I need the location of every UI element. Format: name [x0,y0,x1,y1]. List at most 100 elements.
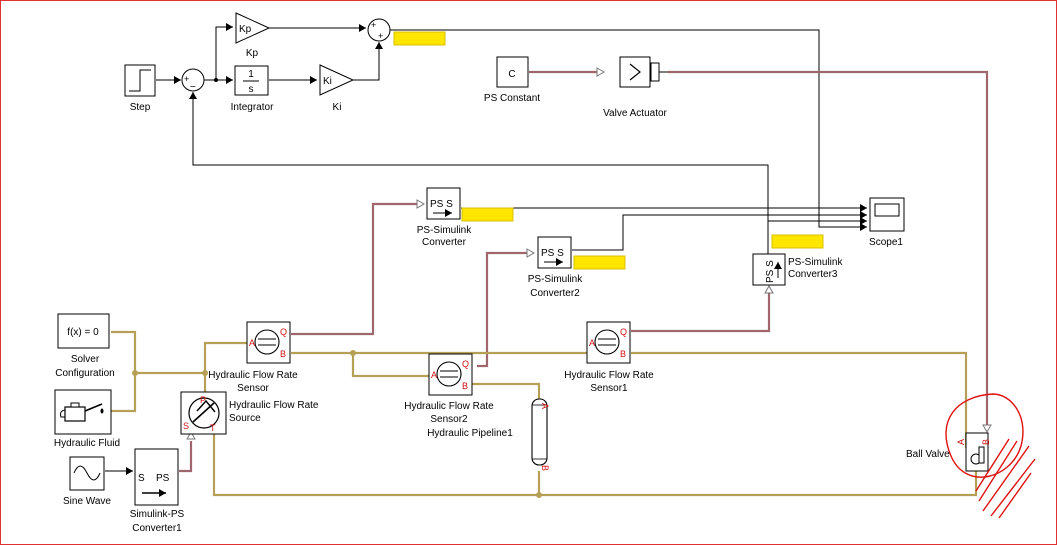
line-return-tank[interactable] [212,431,978,497]
sensor-port-a: A [249,338,255,348]
line-sensor2-conv2[interactable] [477,251,531,368]
ps-simulink-converter2-block[interactable]: PS S PS-Simulink Converter2 [528,236,583,299]
step-label: Step [130,102,151,113]
kp-label: Kp [246,48,259,59]
scope-screen-icon [874,203,900,217]
sine-icon [73,465,101,481]
ki-gain-block[interactable]: Ki Ki [319,64,355,113]
ki-gain-text: Ki [323,76,332,87]
sensor1-port-a: A [589,338,595,348]
line-sensor1-b-ballvalve-a[interactable] [631,351,968,448]
sensor1-label-line1: Hydraulic Flow Rate [564,370,654,381]
sensor2-port-q: Q [462,359,469,369]
source-label-line2: Source [229,413,261,424]
converter-text: PS S [430,199,453,210]
sensor-port-q: Q [280,327,287,337]
branch-point [214,78,218,82]
sum2-block[interactable]: + + [367,18,391,42]
flow3-display [771,234,824,249]
line-network-sensor-a[interactable] [135,341,247,375]
flow-meter-icon [594,329,620,355]
line-conv2-scope[interactable] [572,211,867,251]
converter-label-line2: Converter [422,237,467,248]
converter1-ps-text: PS [156,473,170,484]
ps-constant-label: PS Constant [484,93,540,104]
converter-label-line1: PS-Simulink [417,225,472,236]
solver-configuration-block[interactable]: f(x) = 0 Solver Configuration [55,313,115,379]
flow-rate-sensor1-block[interactable]: A Q B Hydraulic Flow Rate Sensor1 [564,321,654,394]
integrator-block[interactable]: 1 s Integrator [231,65,274,113]
scope1-label: Scope1 [869,237,903,248]
line-ki-sum2[interactable] [353,42,383,81]
line-sensor1-conv3[interactable] [631,291,771,333]
junction-dot [536,492,542,498]
kp-gain-block[interactable]: Kp Kp [235,12,271,59]
ki-label: Ki [333,102,342,113]
ps-simulink-converter-block[interactable]: PS S PS-Simulink Converter [417,187,472,248]
ps-constant-block[interactable]: C PS Constant [484,56,540,104]
sensor1-port-b: B [620,349,626,359]
solver-label-line1: Solver [71,354,100,365]
sensor1-port-q: Q [620,327,627,337]
line-to-sensor2-a[interactable] [351,353,429,378]
converter2-label-line2: Converter2 [530,288,580,299]
flow-rate-sensor-block[interactable]: A Q B Hydraulic Flow Rate Sensor [208,321,298,394]
port-arrow-ballvalve [982,424,992,434]
converter3-text: PS S [765,260,776,283]
integrator-numerator: 1 [248,69,254,80]
valve-port-b: B [981,439,991,445]
sensor-port-b: B [280,349,286,359]
sum1-sign-minus: − [190,82,196,93]
simulink-ps-converter1-block[interactable]: S PS Simulink-PS Converter1 [130,448,185,534]
sine-wave-label: Sine Wave [63,496,111,507]
signal-lines [105,23,867,475]
pipeline-port-b: B [540,465,550,471]
line-sensor2-b-pipeline[interactable] [465,382,541,399]
integrator-denominator: s [249,84,254,95]
line-error-kp[interactable] [215,23,233,80]
port-arrow-source [186,430,196,440]
flow-rate-source-block[interactable]: S P T Hydraulic Flow Rate Source [180,391,319,435]
hydraulic-pipeline1-block[interactable]: A B Hydraulic Pipeline1 [427,398,550,471]
sensor-label-line2: Sensor [237,383,269,394]
step-block[interactable]: Step [124,64,156,113]
converter2-text: PS S [541,248,564,259]
integrator-label: Integrator [231,102,274,113]
source-port-t: T [210,423,216,433]
oil-can-icon [60,402,104,422]
valve-actuator-block[interactable]: Valve Actuator [603,56,668,119]
pipeline-port-a: A [540,403,550,409]
hydraulic-fluid-block[interactable]: Hydraulic Fluid [54,389,120,449]
sensor2-port-b: B [462,381,468,391]
sensor2-port-a: A [431,370,437,380]
sensor-label-line1: Hydraulic Flow Rate [208,370,298,381]
sine-wave-block[interactable]: Sine Wave [63,456,111,507]
flow-meter-icon [436,361,462,387]
source-port-s: S [183,421,189,431]
hydraulic-lines [111,330,978,498]
valve-actuator-label: Valve Actuator [603,108,667,119]
port-arrow-conv2 [526,248,536,258]
flow-rate-sensor2-block[interactable]: A Q B Hydraulic Flow Rate Sensor2 [404,353,494,425]
sum1-block[interactable]: + − [181,68,205,93]
line-control-scope[interactable] [389,29,867,231]
sensor1-label-line2: Sensor1 [590,383,628,394]
sensor2-label-line1: Hydraulic Flow Rate [404,401,494,412]
line-feedback[interactable] [189,92,769,256]
ball-valve-block[interactable]: A B Ball Valve [906,432,991,472]
line-actuator-ballvalve[interactable] [668,70,989,427]
line-sensor-conv[interactable] [291,202,421,336]
step-icon [129,69,151,92]
port-arrow-conv3 [764,284,774,294]
line-converter1-source[interactable] [179,441,193,473]
scope1-block[interactable]: Scope1 [869,197,905,248]
ps-simulink-converter3-block[interactable]: PS S PS-Simulink Converter3 [752,253,843,286]
solver-text: f(x) = 0 [67,327,99,338]
solver-label-line2: Configuration [55,368,114,379]
source-port-p: P [200,395,206,405]
pipeline-label: Hydraulic Pipeline1 [427,428,513,439]
ball-valve-label: Ball Valve [906,449,950,460]
junction-dot [202,370,208,376]
sum2-sign-plus: + [378,31,383,41]
